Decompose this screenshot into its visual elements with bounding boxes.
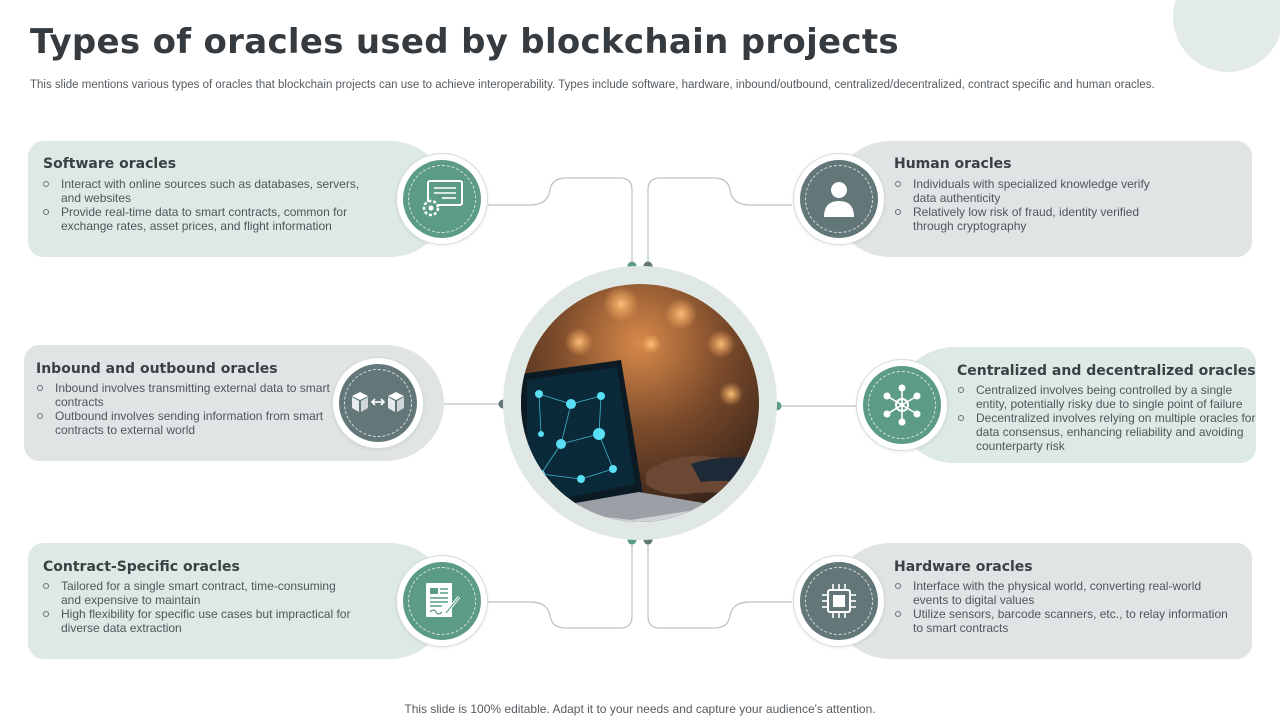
network-hub-icon <box>883 384 921 426</box>
centralized-icon-badge <box>856 359 948 451</box>
center-image-ring <box>503 266 777 540</box>
chip-icon <box>822 584 856 618</box>
bullet-item: Tailored for a single smart contract, ti… <box>42 579 352 607</box>
laptop-network-photo <box>521 284 759 522</box>
card-title: Contract-Specific oracles <box>43 559 240 575</box>
card-title: Software oracles <box>43 156 177 172</box>
human-oracles-card: Human oracles Individuals with specializ… <box>832 141 1252 257</box>
monitor-gear-icon <box>422 180 463 217</box>
card-title: Inbound and outbound oracles <box>36 361 278 377</box>
bullet-item: Provide real-time data to smart contract… <box>42 205 372 233</box>
bullet-list: Interact with online sources such as dat… <box>42 177 372 233</box>
slide-subtitle: This slide mentions various types of ora… <box>30 79 1155 91</box>
bullet-item: Decentralized involves relying on multip… <box>957 411 1256 453</box>
person-icon <box>824 182 854 217</box>
slide-footer: This slide is 100% editable. Adapt it to… <box>404 702 876 716</box>
slide-title: Types of oracles used by blockchain proj… <box>30 22 899 62</box>
bullet-list: Interface with the physical world, conve… <box>894 579 1239 635</box>
bullet-item: Centralized involves being controlled by… <box>957 383 1256 411</box>
hardware-oracles-card: Hardware oracles Interface with the phys… <box>832 543 1252 659</box>
contract-pen-icon <box>426 583 461 617</box>
hardware-icon-badge <box>793 555 885 647</box>
bullet-item: Individuals with specialized knowledge v… <box>894 177 1164 205</box>
bullet-item: Outbound involves sending information fr… <box>36 409 331 437</box>
bullet-item: Inbound involves transmitting external d… <box>36 381 331 409</box>
human-icon-badge <box>793 153 885 245</box>
inbound-icon-badge <box>332 357 424 449</box>
card-title: Human oracles <box>894 156 1012 172</box>
bullet-item: Utilize sensors, barcode scanners, etc.,… <box>894 607 1239 635</box>
bullet-list: Tailored for a single smart contract, ti… <box>42 579 352 635</box>
software-icon-badge <box>396 153 488 245</box>
bullet-list: Inbound involves transmitting external d… <box>36 381 331 437</box>
bullet-item: Interface with the physical world, conve… <box>894 579 1239 607</box>
contract-specific-oracles-card: Contract-Specific oracles Tailored for a… <box>28 543 448 659</box>
card-title: Hardware oracles <box>894 559 1033 575</box>
contract-icon-badge <box>396 555 488 647</box>
bullet-item: Relatively low risk of fraud, identity v… <box>894 205 1164 233</box>
box-exchange-icon <box>352 392 404 412</box>
software-oracles-card: Software oracles Interact with online so… <box>28 141 448 257</box>
bullet-list: Centralized involves being controlled by… <box>957 383 1256 453</box>
bullet-item: High flexibility for specific use cases … <box>42 607 352 635</box>
card-title: Centralized and decentralized oracles <box>957 363 1256 379</box>
centralized-decentralized-oracles-card: Centralized and decentralized oracles Ce… <box>896 347 1256 463</box>
bullet-list: Individuals with specialized knowledge v… <box>894 177 1164 233</box>
bullet-item: Interact with online sources such as dat… <box>42 177 372 205</box>
